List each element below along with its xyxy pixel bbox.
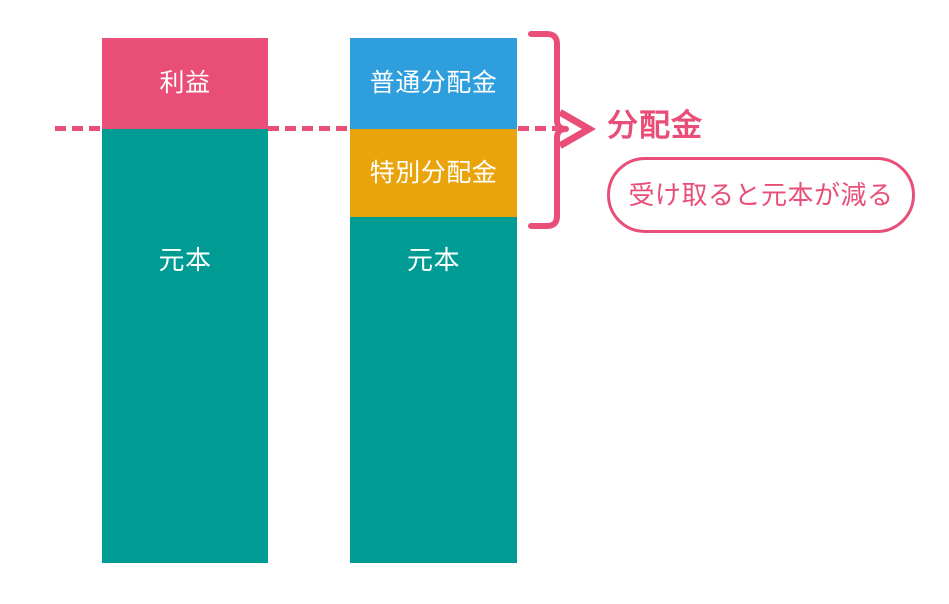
brace-bracket-icon bbox=[528, 31, 597, 229]
reference-line-left bbox=[55, 126, 103, 131]
segment-special-distribution-label: 特別分配金 bbox=[369, 158, 498, 187]
segment-principal-right: 元本 bbox=[350, 217, 517, 563]
callout-box: 受け取ると元本が減る bbox=[607, 157, 915, 233]
segment-principal-right-label: 元本 bbox=[406, 245, 460, 275]
segment-profit-label: 利益 bbox=[159, 69, 211, 97]
reference-line-middle bbox=[268, 126, 351, 131]
segment-ordinary-distribution: 普通分配金 bbox=[350, 38, 517, 129]
segment-special-distribution: 特別分配金 bbox=[350, 129, 517, 217]
segment-ordinary-distribution-label: 普通分配金 bbox=[369, 69, 498, 97]
segment-profit: 利益 bbox=[102, 38, 268, 129]
distribution-label: 分配金 bbox=[607, 108, 703, 143]
segment-principal-left: 元本 bbox=[102, 129, 268, 563]
reference-line-right bbox=[518, 126, 558, 131]
bar-left: 利益 元本 bbox=[102, 38, 268, 563]
bar-right: 普通分配金 特別分配金 元本 bbox=[350, 38, 517, 563]
segment-principal-left-label: 元本 bbox=[158, 245, 212, 275]
callout-text: 受け取ると元本が減る bbox=[628, 180, 894, 210]
